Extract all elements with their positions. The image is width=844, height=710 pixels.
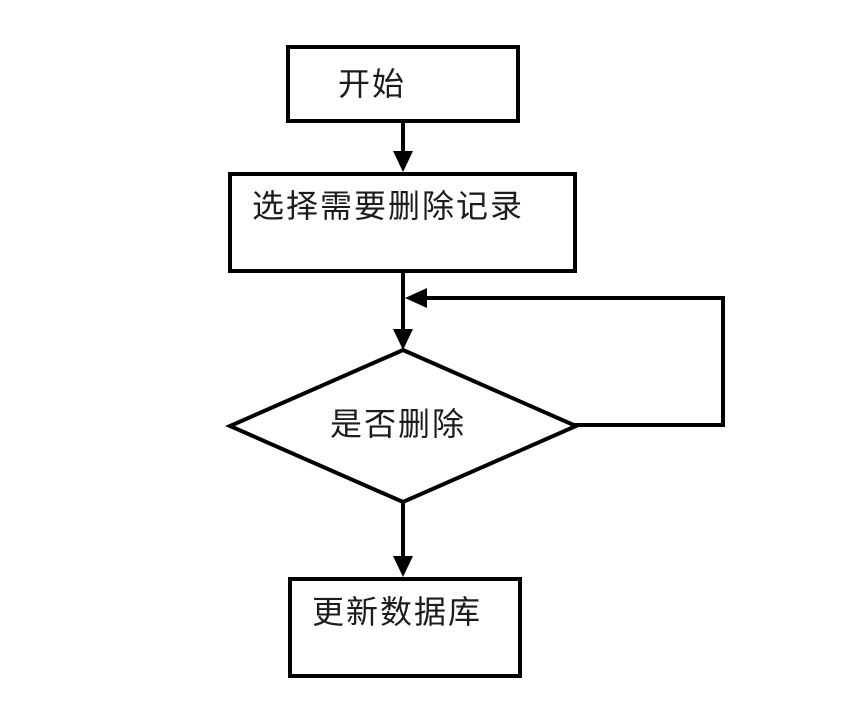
node-select: 选择需要删除记录 [228,172,577,273]
edge-start-to-select [393,123,413,172]
node-start-box [286,45,520,123]
edge-loop-back [405,288,725,427]
arrowhead-down-icon [393,329,413,350]
node-update: 更新数据库 [288,577,522,678]
arrowhead-down-icon [393,151,413,172]
node-decision: 是否删除 [225,347,581,505]
node-select-box [228,172,577,273]
edge-loop-back-line [427,296,725,427]
arrowhead-left-icon [405,288,427,308]
node-update-label: 更新数据库 [312,594,482,630]
edge-select-to-decision [393,271,413,350]
node-decision-label: 是否删除 [330,406,466,442]
node-start: 开始 [286,45,520,123]
edge-decision-to-update [393,500,413,577]
node-decision-diamond [225,347,581,505]
arrowhead-down-icon [393,556,413,577]
node-update-box [288,577,522,678]
node-select-label: 选择需要删除记录 [252,188,524,224]
node-start-label: 开始 [338,66,406,102]
